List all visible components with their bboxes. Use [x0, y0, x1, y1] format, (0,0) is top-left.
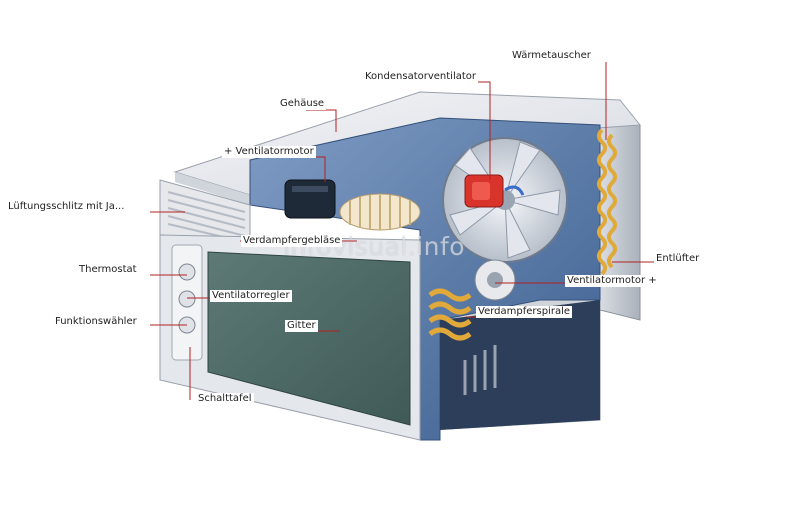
label-lueftungsschlitz: Lüftungsschlitz mit Ja... [6, 201, 127, 213]
label-ventilatormotor-right: Ventilatormotor + [565, 275, 659, 287]
label-thermostat: Thermostat [77, 264, 139, 276]
evaporator-coil [428, 288, 472, 341]
fan-motor [474, 259, 516, 301]
label-gitter: Gitter [285, 320, 318, 332]
label-verdampfergeblaese: Verdampfergebläse [241, 235, 343, 247]
top-fan-motor [284, 179, 336, 219]
label-gehaeuse: Gehäuse [278, 98, 327, 110]
label-kondensatorventilator: Kondensatorventilator [363, 71, 479, 83]
label-ventilatormotor-top: + Ventilatormotor [222, 146, 316, 158]
label-verdampferspirale: Verdampferspirale [476, 306, 573, 318]
label-waermetauscher: Wärmetauscher [510, 50, 593, 62]
label-entluefter: Entlüfter [654, 253, 702, 265]
heat-exchanger-coils [597, 128, 617, 276]
condenser-motor [464, 174, 525, 208]
label-ventilatorregler: Ventilatorregler [210, 290, 292, 302]
evaporator-blower [339, 193, 421, 231]
label-funktionswaehler: Funktionswähler [53, 316, 139, 328]
label-schalttafel: Schalttafel [196, 393, 254, 405]
